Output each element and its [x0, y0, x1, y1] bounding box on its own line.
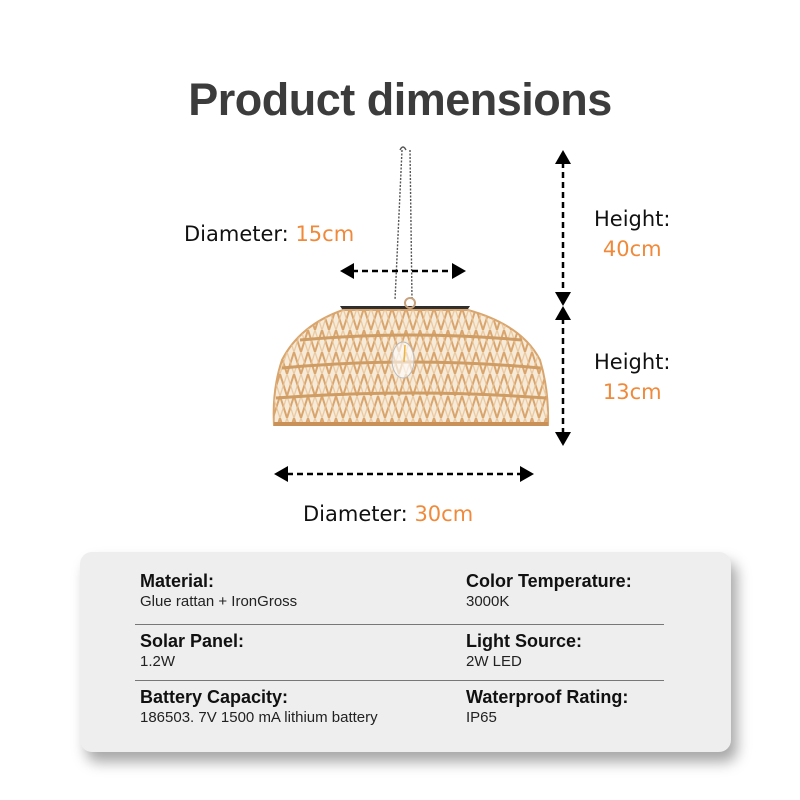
total-height-arrow	[555, 150, 571, 306]
top-diameter-value: 15cm	[295, 222, 355, 246]
spec-battery-capacity: Battery Capacity: 186503. 7V 1500 mA lit…	[140, 686, 378, 728]
spec-waterproof-rating: Waterproof Rating: IP65	[466, 686, 628, 728]
total-height-key: Height:	[594, 207, 671, 231]
spec-value: 1.2W	[140, 653, 176, 670]
page-title: Product dimensions	[188, 74, 612, 125]
chain-icon	[394, 146, 413, 301]
spec-value: 2W LED	[466, 653, 522, 670]
bottom-diameter-label: Diameter: 30cm	[303, 504, 473, 525]
spec-solar-panel: Solar Panel: 1.2W	[140, 630, 244, 672]
spec-value: 3000K	[466, 593, 510, 610]
total-height-value: 40cm	[602, 237, 662, 261]
shade-height-arrow	[555, 306, 571, 446]
bottom-diameter-value: 30cm	[414, 502, 474, 526]
spec-value: Glue rattan + IronGross	[140, 593, 298, 610]
spec-color-temperature: Color Temperature: 3000K	[466, 570, 632, 612]
shade-height-value: 13cm	[602, 380, 662, 404]
bottom-diameter-key: Diameter:	[303, 502, 408, 526]
spec-label: Light Source:	[466, 631, 582, 651]
shade-height-label: Height: 13cm	[594, 347, 671, 407]
shade-height-key: Height:	[594, 350, 671, 374]
spec-label: Waterproof Rating:	[466, 687, 629, 707]
spec-light-source: Light Source: 2W LED	[466, 630, 582, 672]
spec-card: Material: Glue rattan + IronGross Color …	[80, 552, 731, 752]
spec-label: Material:	[140, 571, 215, 591]
spec-label: Battery Capacity:	[140, 687, 289, 707]
rattan-shade	[272, 309, 550, 426]
top-diameter-arrow	[340, 263, 466, 279]
top-diameter-key: Diameter:	[184, 222, 289, 246]
spec-value: IP65	[466, 709, 497, 726]
total-height-label: Height: 40cm	[594, 204, 671, 264]
top-diameter-label: Diameter: 15cm	[184, 224, 354, 245]
divider	[135, 680, 664, 681]
spec-label: Color Temperature:	[466, 571, 632, 591]
spec-material: Material: Glue rattan + IronGross	[140, 570, 297, 612]
divider	[135, 624, 664, 625]
spec-value: 186503. 7V 1500 mA lithium battery	[140, 709, 378, 726]
bottom-diameter-arrow	[274, 466, 534, 482]
spec-label: Solar Panel:	[140, 631, 245, 651]
